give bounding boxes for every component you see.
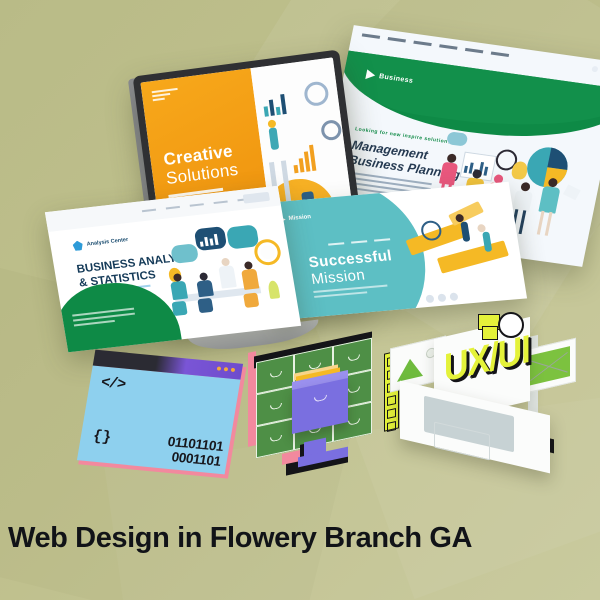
gear-icon-white — [498, 312, 524, 338]
stats-illustration — [153, 212, 297, 337]
browser-window-controls — [591, 65, 600, 75]
stats-logo-label: Analysis Center — [86, 236, 129, 248]
uxui-laptop[interactable]: UX/UI — [384, 312, 582, 482]
code-window-body: </> {} 01101101 0001101 — [76, 365, 241, 475]
creative-logo-icon — [151, 87, 179, 102]
code-brace-icon: {} — [91, 427, 113, 447]
successful-mission-card[interactable]: Mission Successful Mission — [258, 181, 528, 321]
business-analysis-statistics-card[interactable]: Analysis Center BUSINESS ANALYSIS & STAT… — [44, 185, 302, 353]
gear-icon-yellow-small — [482, 326, 498, 340]
gear-icon — [302, 80, 330, 108]
code-tag-icon: </> — [99, 374, 127, 394]
gear-icon — [252, 237, 283, 267]
mission-footer-dots — [425, 292, 459, 304]
logo-mark-icon — [72, 240, 84, 251]
filing-cabinet[interactable] — [248, 331, 380, 476]
triangle-icon — [365, 69, 377, 81]
binary-text: 01101101 0001101 — [164, 434, 225, 469]
page-title: Web Design in Flowery Branch GA — [8, 522, 473, 554]
creative-headline: Creative Solutions — [162, 141, 239, 188]
window-control-dots[interactable] — [216, 366, 236, 373]
gear-icon-small — [319, 119, 343, 142]
mission-logo-label: Mission — [288, 214, 312, 223]
code-browser-window[interactable]: </> {} 01101101 0001101 — [76, 349, 247, 479]
mountain-icon — [397, 355, 423, 382]
stats-card-logo: Analysis Center — [72, 235, 129, 251]
mission-illustration — [395, 195, 527, 290]
